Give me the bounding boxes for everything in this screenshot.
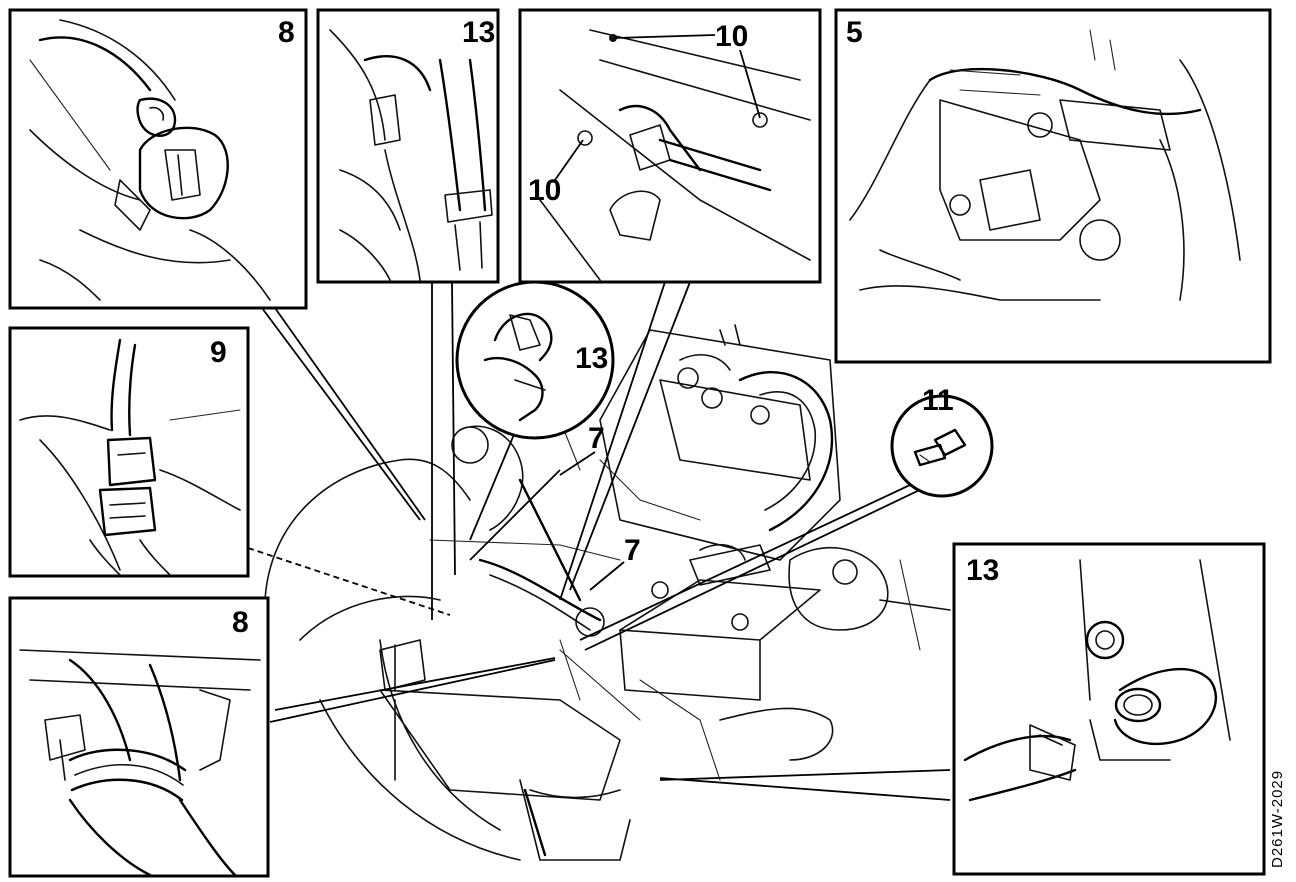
detail-panel-top-left: 8: [8, 8, 308, 310]
callout-label: 11: [922, 384, 954, 417]
detail-panel-bottom-left: 8: [8, 596, 270, 878]
panel-label: 8: [232, 606, 249, 639]
detail-panel-mid-left: 9: [8, 326, 250, 578]
leader-lines: [247, 281, 951, 801]
detail-circle-bolt: 11: [890, 384, 994, 498]
callout-label: 7: [588, 422, 605, 455]
detail-circle-clip: 13: [455, 280, 615, 440]
callout-label: 7: [624, 534, 641, 567]
callout-label: 10: [528, 174, 561, 207]
panel-label: 13: [966, 554, 999, 587]
hose-callouts: 7 7: [559, 422, 641, 591]
panel-label: 9: [210, 336, 227, 369]
detail-panel-top-mid: 10 10: [518, 8, 822, 284]
detail-panel-bottom-right: 13: [952, 542, 1266, 876]
callout-label: 13: [575, 342, 608, 375]
detail-panel-top-right: 5: [834, 8, 1272, 364]
panel-label: 5: [846, 16, 863, 49]
engine-bay-main-view: [264, 324, 951, 861]
detail-panel-top-mid-left: 13: [316, 8, 500, 284]
panel-label: 8: [278, 16, 295, 49]
figure-reference: D261W-2029: [1269, 770, 1286, 868]
callout-label: 10: [715, 20, 748, 53]
panel-label: 13: [462, 16, 495, 49]
